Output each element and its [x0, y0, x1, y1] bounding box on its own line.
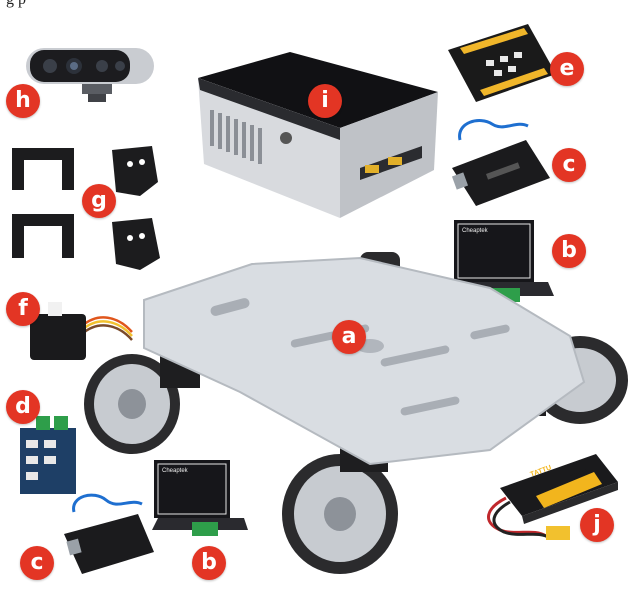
label-c-bottom: c	[20, 546, 54, 580]
microcontroller-board-top	[446, 116, 556, 208]
label-g: g	[82, 184, 116, 218]
mini-pc	[190, 50, 440, 220]
label-b-right: b	[552, 234, 586, 268]
label-c-top: c	[552, 148, 586, 182]
mecanum-chassis	[70, 252, 640, 592]
label-a: a	[332, 320, 366, 354]
motor-driver-bottom-brand: Cheaptek	[162, 468, 188, 474]
label-e: e	[550, 52, 584, 86]
label-h: h	[6, 84, 40, 118]
microcontroller-board-bottom	[62, 492, 158, 578]
label-d: d	[6, 390, 40, 424]
motor-driver-bottom: Cheaptek	[150, 456, 250, 540]
depth-camera	[22, 38, 157, 108]
servo-brackets	[8, 140, 178, 272]
label-b-bottom: b	[192, 546, 226, 580]
cropped-caption: g p	[0, 0, 640, 14]
label-j: j	[580, 508, 614, 542]
lipo-battery: TATTU 1300	[476, 448, 626, 544]
caption-text: g p	[6, 0, 26, 9]
wheel-front-right	[282, 454, 398, 574]
motor-driver-right: Cheaptek	[448, 216, 558, 310]
motor-driver-right-brand: Cheaptek	[462, 228, 488, 234]
sensor-shield	[446, 22, 558, 104]
label-i: i	[308, 84, 342, 118]
label-f: f	[6, 292, 40, 326]
wheel-front-left	[84, 354, 180, 454]
expansion-board	[14, 410, 88, 510]
servo-motor	[28, 292, 136, 372]
